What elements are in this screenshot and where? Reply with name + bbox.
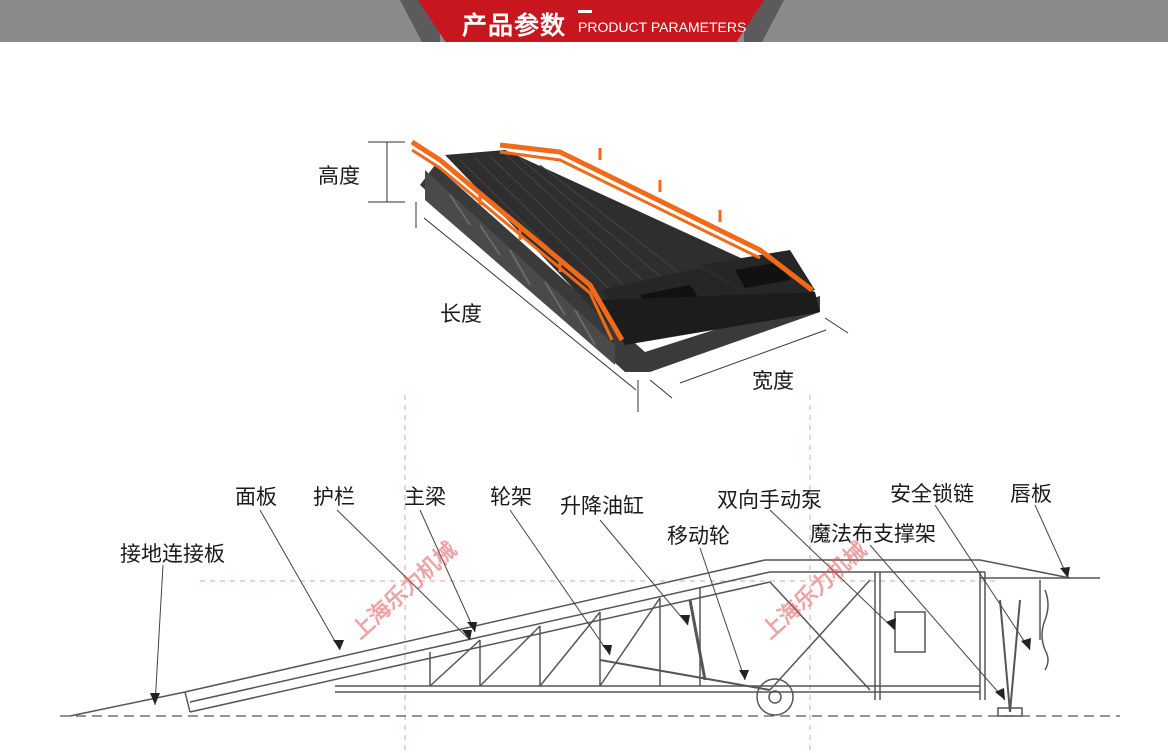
label-main-beam: 主梁 — [404, 485, 446, 509]
label-manual-pump: 双向手动泵 — [717, 488, 822, 512]
label-panel: 面板 — [235, 485, 277, 509]
leader-lines — [154, 504, 1069, 706]
ramp-photo — [368, 139, 849, 412]
watermark-left: 上海乐力机械 — [347, 537, 463, 645]
label-wheel-frame: 轮架 — [490, 485, 532, 509]
label-safety-chain: 安全锁链 — [890, 482, 974, 506]
banner-dash — [578, 10, 592, 13]
label-moving-wheel: 移动轮 — [667, 524, 730, 548]
label-length: 长度 — [440, 302, 482, 326]
ramp-schematic — [60, 559, 1120, 717]
label-guardrail: 护栏 — [313, 485, 355, 509]
label-height: 高度 — [318, 164, 360, 188]
banner-subtitle: PRODUCT PARAMETERS — [578, 19, 747, 35]
label-lip-plate: 唇板 — [1010, 482, 1052, 506]
banner-title-plate — [418, 0, 764, 42]
label-support-frame: 魔法布支撑架 — [810, 522, 936, 546]
banner-title: 产品参数 — [462, 11, 567, 40]
label-width: 宽度 — [752, 369, 794, 393]
label-lift-cylinder: 升降油缸 — [560, 494, 644, 518]
label-ground-plate: 接地连接板 — [120, 542, 225, 566]
leader-arrows — [150, 567, 1070, 705]
